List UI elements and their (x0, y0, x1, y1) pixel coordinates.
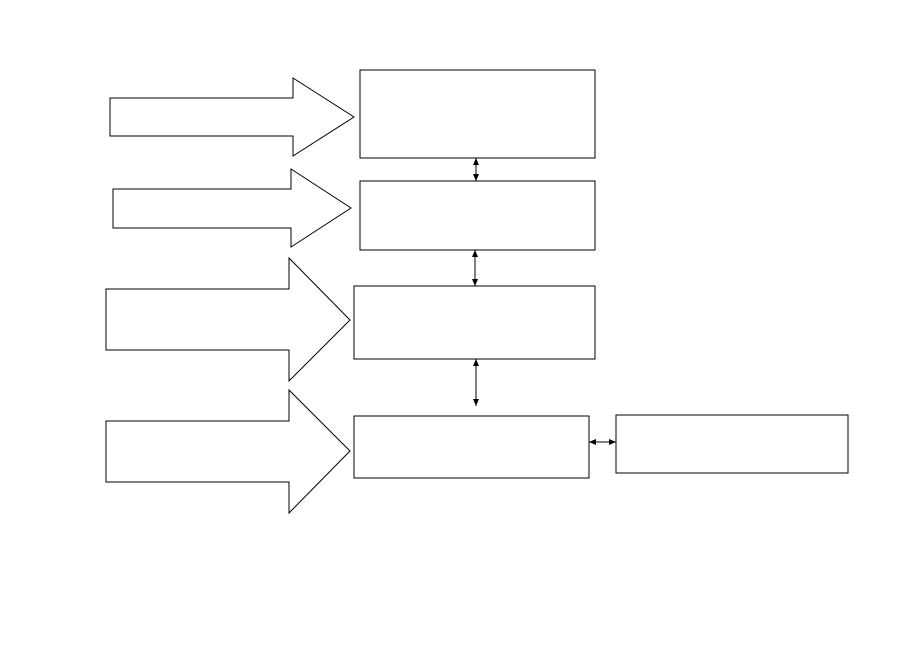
input-arrow-3 (105, 256, 351, 383)
connector-box1-box2 (473, 158, 479, 181)
connector-box4-side (589, 439, 616, 445)
box-1 (359, 69, 596, 159)
connector-box3-box4 (473, 359, 479, 406)
box-3 (353, 285, 596, 360)
input-arrow-4 (105, 388, 351, 515)
box-4 (353, 415, 590, 479)
input-arrow-2 (112, 168, 352, 248)
input-arrow-1 (109, 77, 355, 157)
box-2 (359, 180, 596, 251)
box-side (615, 414, 849, 474)
connector-box2-box3 (472, 250, 478, 286)
